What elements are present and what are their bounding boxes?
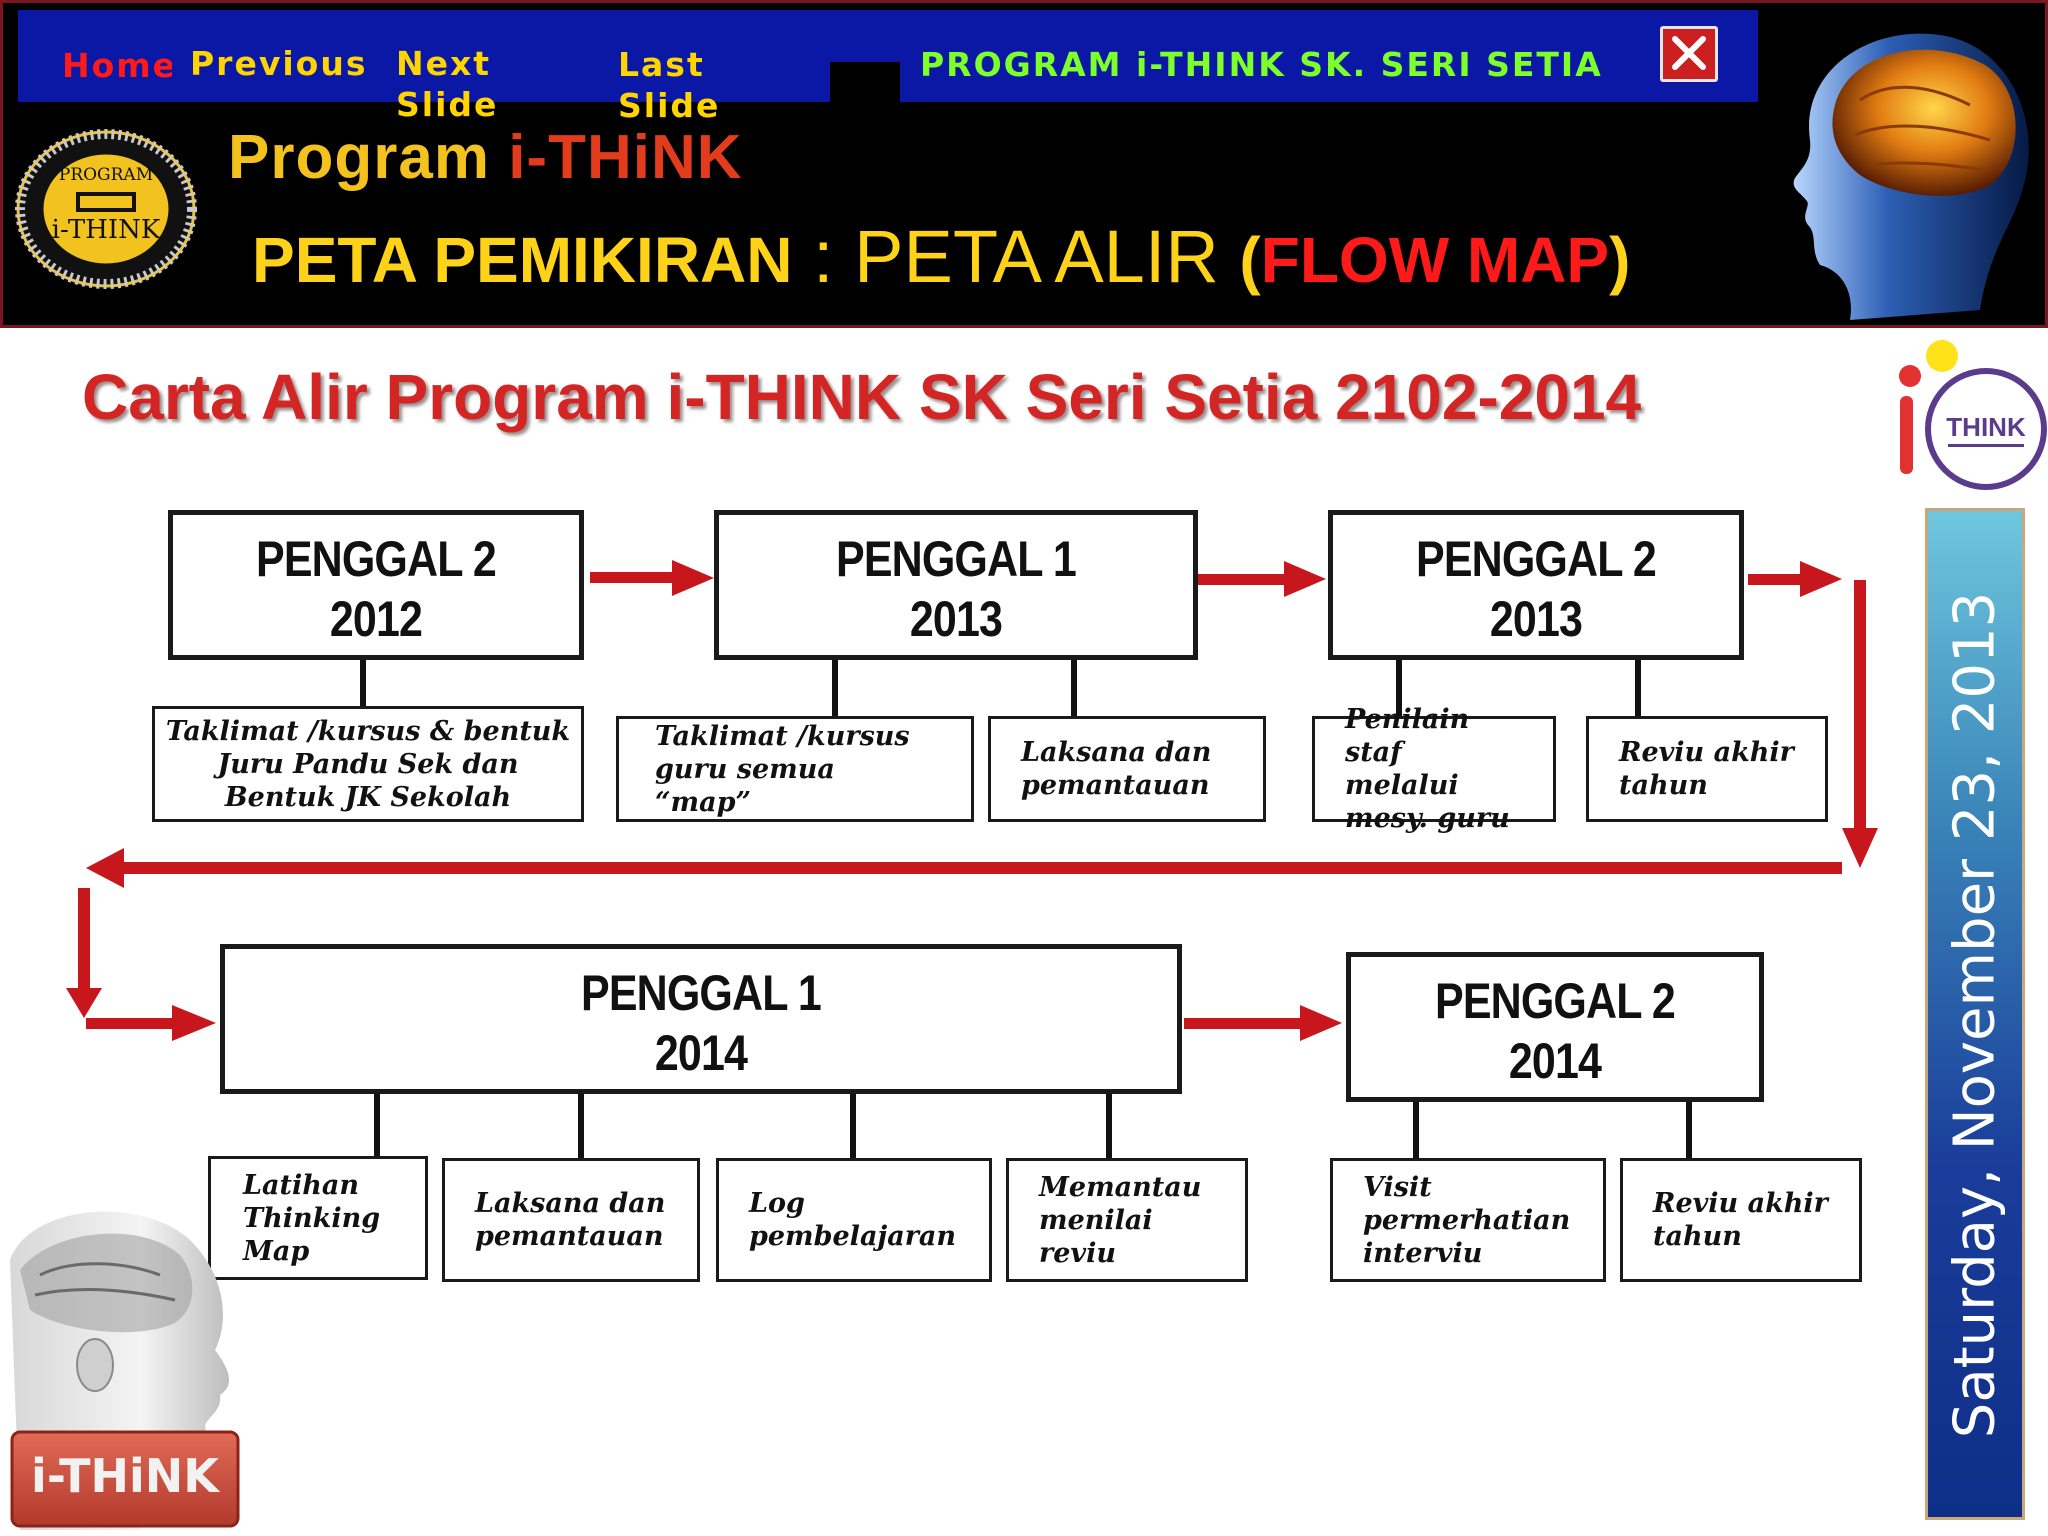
task-text: Penilain staf melalui mesy. guru bbox=[1345, 704, 1510, 834]
task-text: Log pembelajaran bbox=[749, 1188, 957, 1252]
connector-line bbox=[374, 1090, 380, 1158]
task-text: Visit permerhatian interviu bbox=[1363, 1171, 1571, 1269]
stage-year: 2014 bbox=[654, 1025, 748, 1081]
home-link[interactable]: Home bbox=[62, 46, 172, 85]
task-box: Taklimat /kursus guru semua “map” bbox=[616, 716, 974, 822]
program-word: Program bbox=[228, 123, 509, 192]
nav-bar-gap bbox=[830, 62, 900, 102]
ithink-head-figure-image: i-THiNK bbox=[10, 1211, 240, 1530]
nav-bar-gap bbox=[830, 100, 900, 132]
task-box: Latihan Thinking Map bbox=[208, 1156, 428, 1280]
stage-term: PENGGAL 2 bbox=[256, 531, 497, 587]
stage-box-penggal2-2012: PENGGAL 2 2012 bbox=[168, 510, 584, 660]
connector-line bbox=[1396, 658, 1402, 718]
diagram-title: Carta Alir Program i-THINK SK Seri Setia… bbox=[82, 361, 1642, 433]
peta-title-part-b: : PETA ALIR bbox=[792, 215, 1240, 298]
flow-arrow-right bbox=[86, 1005, 216, 1041]
stage-year: 2012 bbox=[329, 591, 423, 647]
task-text: Taklimat /kursus & bentuk Juru Pandu Sek… bbox=[165, 715, 571, 813]
connector-line bbox=[1106, 1090, 1112, 1160]
flow-arrow-down bbox=[66, 888, 102, 1018]
connector-line bbox=[1635, 658, 1641, 718]
task-text: Laksana dan pemantauan bbox=[1021, 737, 1212, 801]
flow-arrow-right bbox=[1198, 561, 1326, 597]
close-icon bbox=[1672, 36, 1706, 70]
peta-title-paren: ) bbox=[1609, 224, 1631, 296]
connector-line bbox=[1071, 658, 1077, 718]
program-ithink-wordmark: Program i-THiNK bbox=[228, 122, 743, 193]
task-box: Laksana dan pemantauan bbox=[442, 1158, 700, 1282]
stage-term: PENGGAL 1 bbox=[836, 531, 1077, 587]
stage-box-penggal2-2013: PENGGAL 2 2013 bbox=[1328, 510, 1744, 660]
date-label: Saturday, November 23, 2013 bbox=[1942, 591, 2008, 1439]
date-sidebar bbox=[1925, 508, 2025, 1520]
svg-text:i-THINK: i-THINK bbox=[52, 215, 161, 245]
task-text: Taklimat /kursus guru semua “map” bbox=[655, 720, 910, 818]
task-text: Latihan Thinking Map bbox=[243, 1169, 381, 1267]
stage-term: PENGGAL 2 bbox=[1435, 973, 1676, 1029]
ithink-logo-text: THINK bbox=[1946, 412, 2026, 442]
ithink-word: i-THiNK bbox=[508, 123, 743, 192]
flow-arrow-right bbox=[1184, 1005, 1342, 1041]
stage-box-penggal1-2013: PENGGAL 1 2013 bbox=[714, 510, 1198, 660]
connector-line bbox=[832, 658, 838, 718]
stage-box-penggal1-2014: PENGGAL 1 2014 bbox=[220, 944, 1182, 1094]
stage-term: PENGGAL 1 bbox=[581, 965, 822, 1021]
stage-year: 2013 bbox=[1489, 591, 1583, 647]
peta-title-paren: ( bbox=[1239, 224, 1261, 296]
stage-year: 2013 bbox=[909, 591, 1003, 647]
connector-line bbox=[578, 1090, 584, 1160]
connector-line bbox=[850, 1090, 856, 1158]
glowing-brain-head-image bbox=[1793, 33, 2029, 320]
close-button[interactable] bbox=[1660, 26, 1718, 82]
program-ithink-badge-logo: PROGRAM i-THINK bbox=[15, 129, 197, 289]
task-box: Visit permerhatian interviu bbox=[1330, 1158, 1606, 1282]
peta-title-flow-map: FLOW MAP bbox=[1260, 224, 1610, 296]
task-box: Taklimat /kursus & bentuk Juru Pandu Sek… bbox=[152, 706, 584, 822]
flow-arrow-right bbox=[1748, 561, 1842, 597]
task-text: Memantau menilai reviu bbox=[1039, 1171, 1202, 1269]
ithink-circle-logo: THINK bbox=[1899, 340, 2047, 490]
task-box: Memantau menilai reviu bbox=[1006, 1158, 1248, 1282]
last-slide-link[interactable]: Last Slide bbox=[618, 45, 721, 125]
program-title-link[interactable]: PROGRAM i-THINK SK. SERI SETIA bbox=[920, 45, 1603, 84]
flow-arrow-left bbox=[86, 848, 1842, 888]
svg-text:PROGRAM: PROGRAM bbox=[59, 165, 153, 185]
task-box: Laksana dan pemantauan bbox=[988, 716, 1266, 822]
next-slide-link[interactable]: Next Slide bbox=[396, 44, 499, 124]
previous-link[interactable]: Previous bbox=[190, 44, 368, 83]
connector-line bbox=[360, 658, 366, 710]
peta-pemikiran-title: PETA PEMIKIRAN : PETA ALIR (FLOW MAP) bbox=[252, 214, 1630, 299]
task-box: Reviu akhir tahun bbox=[1586, 716, 1828, 822]
task-text: Reviu akhir tahun bbox=[1619, 737, 1794, 801]
connector-line bbox=[1413, 1098, 1419, 1160]
task-box: Log pembelajaran bbox=[716, 1158, 992, 1282]
ithink-badge-text: i-THiNK bbox=[31, 1449, 221, 1503]
task-box: Reviu akhir tahun bbox=[1620, 1158, 1862, 1282]
task-text: Laksana dan pemantauan bbox=[475, 1188, 666, 1252]
flow-arrow-down bbox=[1842, 580, 1878, 868]
task-text: Reviu akhir tahun bbox=[1653, 1188, 1828, 1252]
task-box: Penilain staf melalui mesy. guru bbox=[1312, 704, 1556, 834]
peta-title-part-a: PETA PEMIKIRAN bbox=[252, 224, 793, 296]
stage-year: 2014 bbox=[1508, 1033, 1602, 1089]
connector-line bbox=[1686, 1098, 1692, 1160]
stage-box-penggal2-2014: PENGGAL 2 2014 bbox=[1346, 952, 1764, 1102]
flow-arrow-right bbox=[590, 560, 714, 596]
header-band: Home Previous Next Slide Last Slide PROG… bbox=[0, 0, 2048, 328]
stage-term: PENGGAL 2 bbox=[1416, 531, 1657, 587]
